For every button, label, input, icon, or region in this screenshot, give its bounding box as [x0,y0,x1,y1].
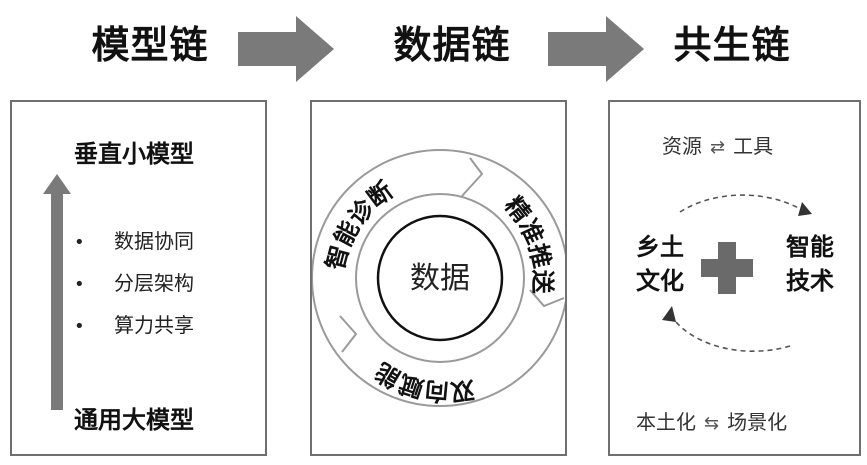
vertical-small-model-label: 垂直小模型 [74,140,194,168]
up-arrow-icon [43,174,71,410]
segment-label-push: 精准推送 [499,192,556,295]
localization-scenario-row: 本土化⇆场景化 [636,410,788,434]
model-bullet-list: •数据协同 •分层架构 •算力共享 [74,220,194,346]
data-chain-title: 数据链 [393,23,511,67]
segment-label-empower: 双向赋能 [371,357,477,406]
resource-tool-row: 资源⇄工具 [662,134,774,158]
data-center-label: 数据 [410,261,470,296]
data-chain-panel: 数据 智能诊断 精准推送 双向赋能 [310,100,567,456]
right-arrow-icon [238,16,334,82]
right-arrow-icon [548,16,644,82]
smart-tech-label: 智能 技术 [786,233,834,295]
model-chain-panel: 垂直小模型 •数据协同 •分层架构 •算力共享 通用大模型 [10,100,267,456]
rural-culture-label: 乡土 文化 [636,233,684,295]
list-item: •分层架构 [74,271,194,295]
data-cycle-diagram: 数据 智能诊断 精准推送 双向赋能 [312,149,565,407]
symbiosis-chain-title: 共生链 [673,23,791,67]
list-item: •数据协同 [74,229,194,253]
exchange-arrows-icon: ⇆ [704,413,720,434]
symbiosis-chain-panel: 资源⇄工具 乡土 文化 智能 技术 本土化⇆场景化 [608,100,861,456]
model-chain-title: 模型链 [91,23,209,67]
exchange-arrows-icon: ⇄ [710,137,726,158]
general-large-model-label: 通用大模型 [74,406,194,434]
list-item: •算力共享 [74,313,194,337]
cycle-arrows-diagram [662,194,812,353]
